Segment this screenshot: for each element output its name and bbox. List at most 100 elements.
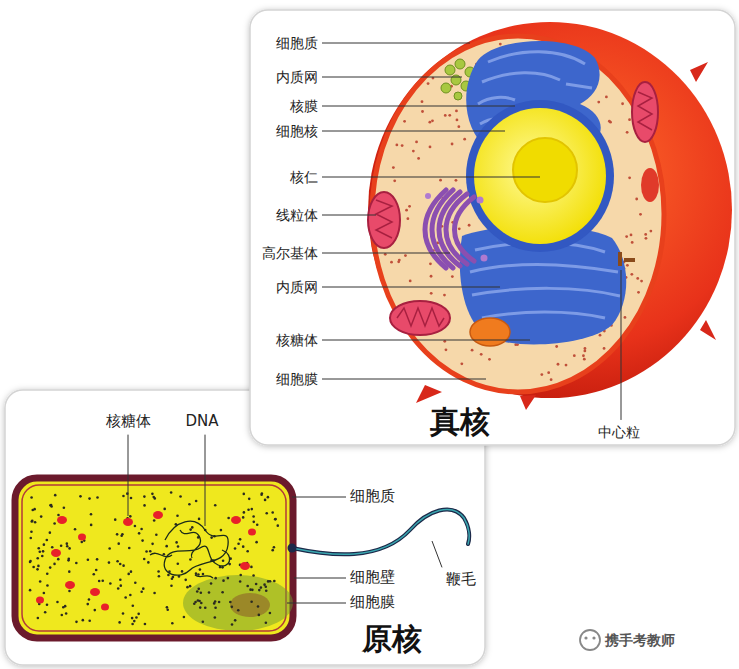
cytoplasm-dots-part [29, 560, 32, 563]
cytoplasm-dots-part [171, 622, 174, 625]
cytoplasm-dots-part [67, 557, 70, 560]
cell-membrane [22, 485, 286, 631]
cytoplasm-dots-part [167, 574, 170, 577]
cytoplasm-dots-part [143, 558, 146, 561]
cytoplasm-dots-part [189, 585, 192, 588]
cytoplasm-dots-part [252, 515, 255, 518]
ribosome-dots-part [456, 119, 459, 122]
cytoplasm-dots-part [151, 543, 154, 546]
cytoplasm-dots-part [92, 573, 95, 576]
cytoplasm-dots-part [184, 579, 187, 582]
cytoplasm-dots-part [188, 503, 191, 506]
cytoplasm-dots-part [38, 550, 41, 553]
smooth-er-part [455, 59, 465, 69]
cytoplasm-dots-part [140, 590, 143, 593]
cytoplasm-dots-part [90, 513, 93, 516]
ribosome-dots-part [451, 143, 454, 146]
ribosome-dots-part [393, 179, 396, 182]
cytoplasm-dots-part [53, 563, 56, 566]
cell-wall [15, 478, 293, 638]
cytoplasm-dots-part [49, 566, 52, 569]
leader-lines [128, 43, 621, 603]
ribosome-dots-part [640, 280, 643, 283]
cytoplasm-dots-part [90, 524, 93, 527]
golgi-part [455, 197, 475, 261]
ribosomes-part [90, 588, 100, 596]
part-label: 核膜 [290, 98, 318, 114]
cytoplasm-dots-part [54, 494, 57, 497]
cytoplasm-dots-part [163, 508, 166, 511]
cytoplasm-dots-part [239, 580, 242, 583]
cytoplasm-dots-part [252, 574, 255, 577]
cytoplasm-dots-part [143, 504, 146, 507]
cytoplasm-dots-part [131, 623, 134, 626]
cytoplasm-dots-part [96, 496, 99, 499]
eukaryote-panel-art [250, 10, 735, 445]
cytoplasm-dots-part [221, 591, 224, 594]
cytoplasm-dots-part [222, 559, 225, 562]
watermark-icon [580, 630, 600, 650]
cytoplasm-dots-part [39, 580, 42, 583]
ribosomes-part [36, 597, 44, 604]
cytoplasm-dots-part [170, 491, 173, 494]
ribosome-dots-part [582, 354, 585, 357]
cytoplasm-dots-part [273, 546, 276, 549]
cytoplasm-dots-part [214, 616, 217, 619]
ribosomes-part [231, 516, 241, 524]
ribosome-dots-part [597, 101, 600, 104]
cytoplasm-dots-part [202, 620, 205, 623]
cytoplasm-dots-part [50, 504, 53, 507]
cytoplasm-dots-part [189, 528, 192, 531]
part-label: 高尔基体 [262, 245, 318, 261]
ribosome-dots-part [488, 358, 491, 361]
mitochondria-part [638, 92, 652, 130]
cytoplasm-dots-part [51, 546, 54, 549]
cytoplasm-dots-part [43, 543, 46, 546]
cytoplasm-dots-part [204, 606, 207, 609]
eukaryote-panel: 真核 [250, 10, 735, 445]
ribosome-dots-part [583, 349, 586, 352]
cytoplasm-dots-part [120, 584, 123, 587]
ribosome-dots-part [404, 254, 407, 257]
ribosome-dots-part [444, 114, 447, 117]
cytoplasm-dots-part [131, 617, 134, 620]
ribosome-dots-part [547, 371, 550, 374]
cytoplasm-dots-part [66, 542, 69, 545]
mitochondria-part [390, 301, 450, 335]
leader-line [322, 177, 540, 178]
cytoplasm-dots-part [42, 550, 45, 553]
ribosome-dots-part [403, 120, 406, 123]
part-label: 细胞核 [276, 123, 318, 139]
mitochondria-part [397, 308, 444, 326]
cytoplasm-dots-part [46, 572, 49, 575]
smooth-er-part [445, 65, 455, 75]
cytoplasm-dots-part [116, 533, 119, 536]
ribosome-dots-part [624, 316, 627, 319]
ribosome-dots-part [630, 234, 633, 237]
leader-line [322, 43, 470, 44]
panel-ground [250, 10, 735, 445]
ribosome-dots-part [550, 378, 553, 381]
cytoplasm-dots-part [44, 611, 47, 614]
cytoplasm-dots-part [46, 584, 49, 587]
cytoplasm-dots-part [269, 612, 272, 615]
cytoplasm-dots-part [271, 511, 274, 514]
cytoplasm-dots-part [260, 493, 263, 496]
cytoplasm-dots-part [122, 495, 125, 498]
leader-line [128, 435, 129, 516]
cytoplasm-dots-part [257, 605, 260, 608]
part-label: 细胞壁 [350, 569, 395, 586]
ribosome-dots-part [603, 347, 606, 350]
ribosome-dots-part [635, 198, 638, 201]
cytoplasm-dots-part [242, 493, 245, 496]
ribosomes-part [65, 581, 75, 589]
ribosome-dots-part [395, 144, 398, 147]
cytoplasm-dots-part [222, 579, 225, 582]
nuclear-envelope [466, 100, 614, 252]
golgi-vesicles [425, 193, 488, 262]
cytoplasm-dots-part [197, 599, 200, 602]
part-label: DNA [185, 413, 218, 430]
cytoplasm-dots-part [250, 600, 253, 603]
cytoplasm-dots-part [30, 530, 33, 533]
